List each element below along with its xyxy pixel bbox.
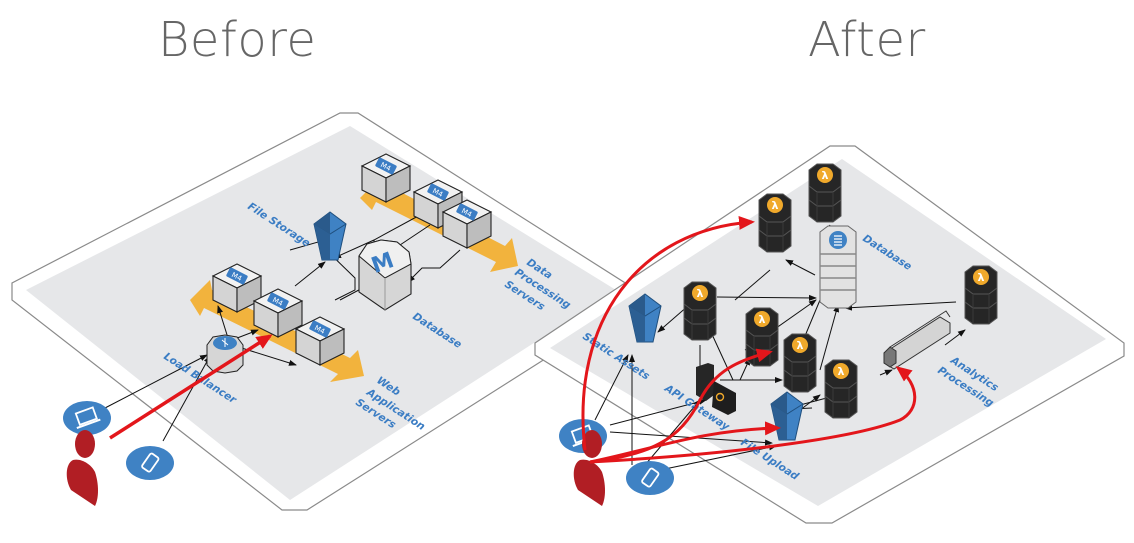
user-icon [66,430,98,506]
lambda-icon-3 [683,281,717,341]
lambda-icon-2 [758,193,792,253]
mobile-icon [125,445,175,481]
request-flow-arrow [109,334,273,440]
flow-to-lambda-arrow [581,215,755,451]
flow-to-upload-arrow [589,421,781,464]
flow-to-analytics-arrow [589,366,917,464]
laptop-icon [62,400,112,436]
database-icon: M [358,239,412,311]
after-title: After [808,12,926,68]
dynamodb-icon [819,225,857,309]
flow-to-api-arrow [589,348,773,464]
lambda-icon-1 [808,163,842,223]
api-gateway-icon [696,363,736,415]
lambda-icon-6 [824,359,858,419]
mobile-icon [625,460,675,496]
load-balancer-icon [206,334,244,374]
lambda-icon-7 [964,265,998,325]
before-title: Before [158,12,317,68]
before-platform [11,112,631,511]
lambda-icon-5 [783,333,817,393]
kinesis-icon [883,310,951,370]
